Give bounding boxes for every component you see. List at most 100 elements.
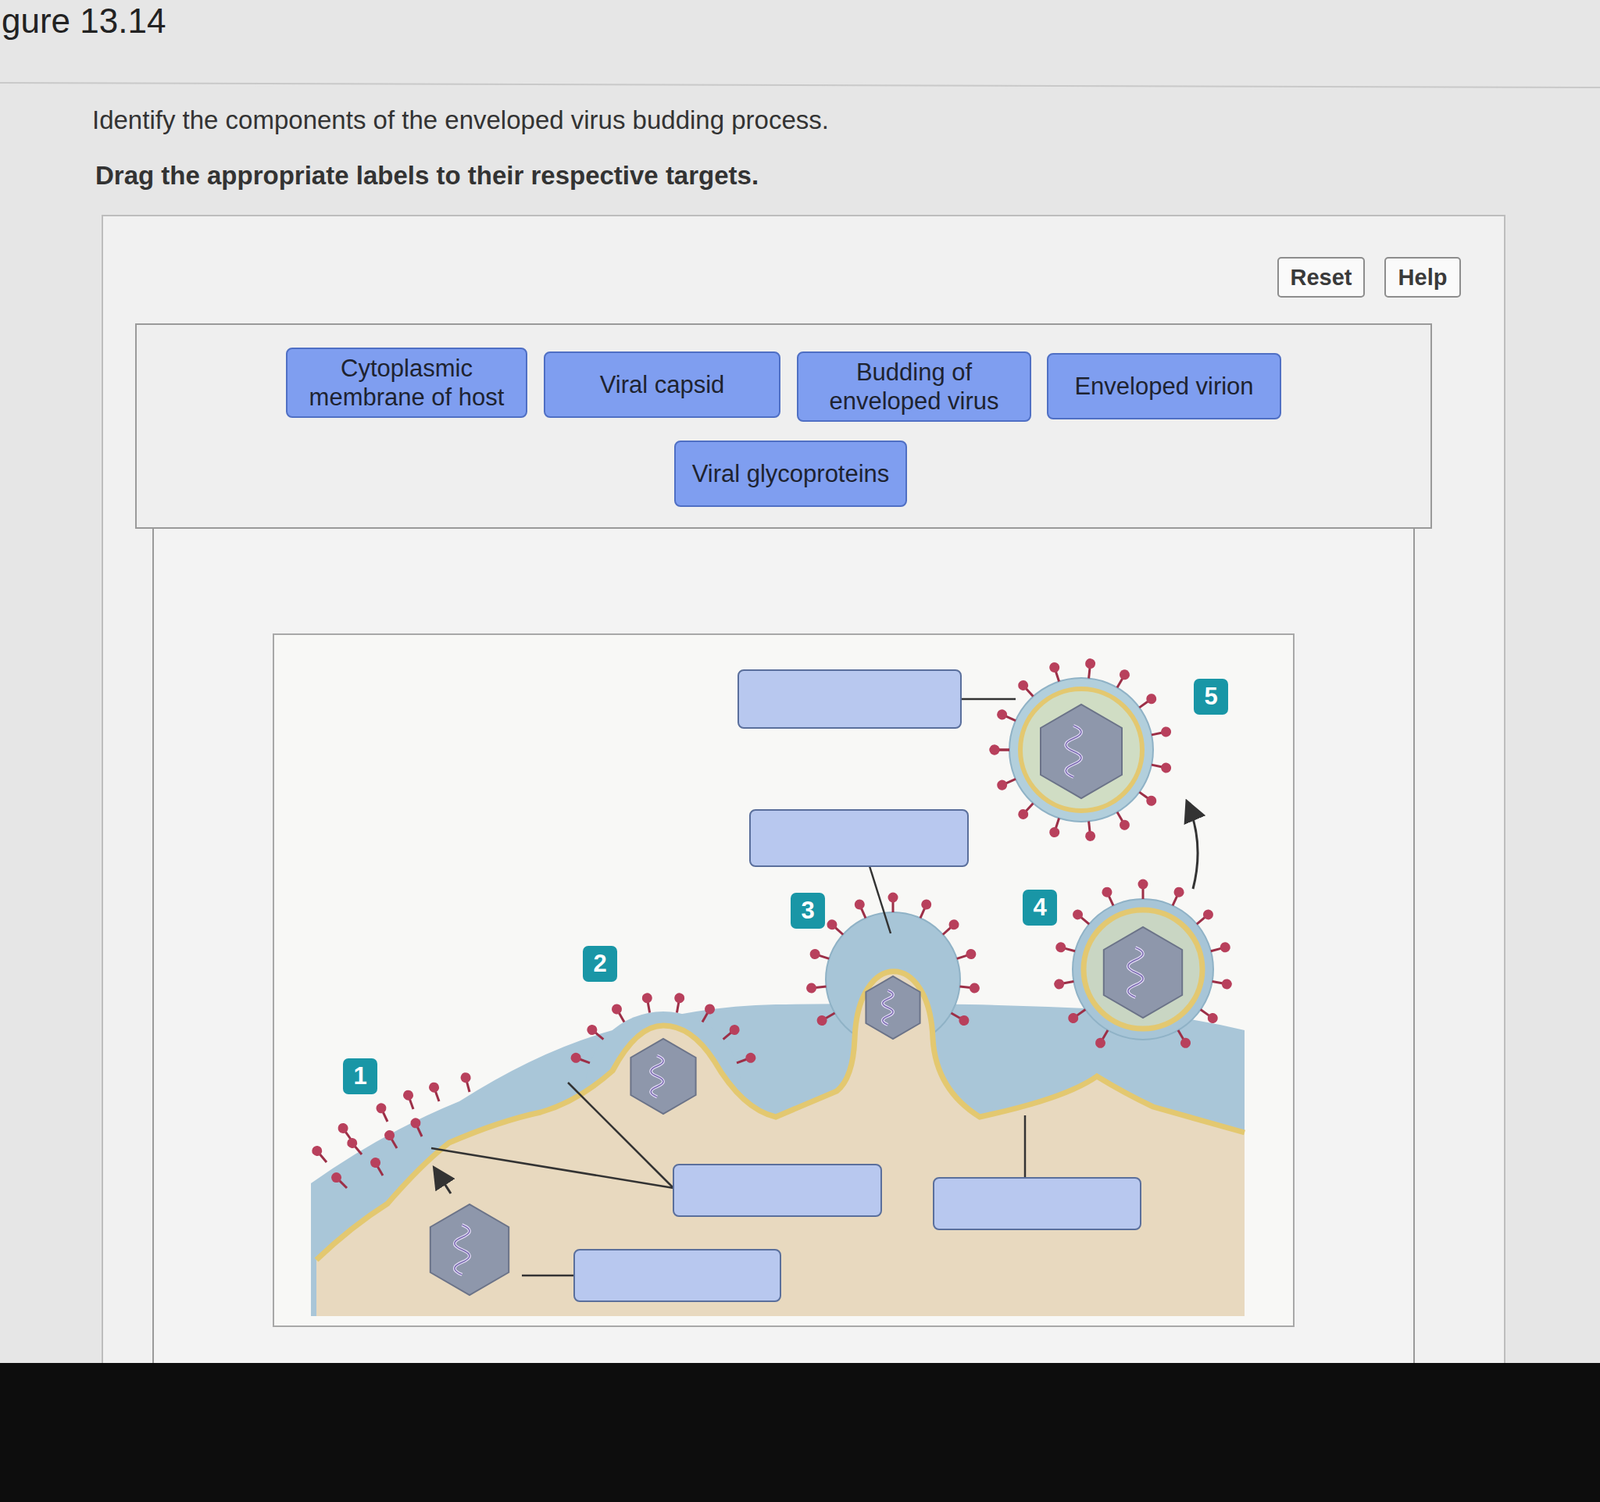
glycoprotein-spike bbox=[1173, 1028, 1193, 1051]
glycoprotein-spike bbox=[1112, 667, 1132, 691]
glycoprotein-spike bbox=[808, 947, 831, 964]
instruction-text: Drag the appropriate labels to their res… bbox=[95, 160, 759, 191]
glycoprotein-spike bbox=[1070, 907, 1093, 929]
glycoprotein-spike bbox=[1048, 816, 1065, 839]
glycoprotein-spike bbox=[915, 897, 933, 921]
callout-number: 2 bbox=[582, 946, 618, 983]
glycoprotein-spike bbox=[569, 1051, 592, 1068]
glycoprotein-spike bbox=[1016, 678, 1038, 700]
drag-label: Budding of enveloped virus bbox=[796, 351, 1032, 422]
glycoprotein-spike bbox=[610, 1002, 629, 1025]
glycoprotein-spike bbox=[408, 1116, 427, 1140]
budding-sphere bbox=[825, 912, 961, 1047]
glycoprotein-spike bbox=[1054, 941, 1077, 957]
entry-arrow bbox=[435, 1169, 451, 1194]
glycoprotein-spike bbox=[641, 992, 655, 1014]
glycoprotein-spike bbox=[1093, 1028, 1113, 1051]
reset-button: Reset bbox=[1277, 257, 1365, 298]
glycoprotein-spike bbox=[427, 1081, 444, 1104]
glycoprotein-spike bbox=[697, 1002, 717, 1025]
drag-label: Viral glycoproteins bbox=[674, 440, 908, 508]
viral-genome bbox=[882, 990, 893, 1025]
glycoprotein-spike bbox=[989, 745, 1011, 756]
label-text: Cytoplasmic membrane of host bbox=[296, 353, 517, 412]
glycoprotein-spike bbox=[959, 982, 981, 995]
viral-genome bbox=[1128, 947, 1143, 998]
label-text: Budding of enveloped virus bbox=[807, 357, 1021, 416]
viral-genome bbox=[1065, 725, 1082, 778]
viral-genome bbox=[1065, 725, 1082, 778]
glycoprotein-spike bbox=[989, 745, 1011, 756]
help-button: Help bbox=[1384, 257, 1461, 298]
viral-genome bbox=[454, 1225, 470, 1275]
figure-title: gure 13.14 bbox=[1, 1, 166, 41]
label-bank bbox=[135, 324, 1432, 529]
label-text: Reset bbox=[1290, 264, 1353, 291]
glycoprotein-spike bbox=[1053, 976, 1075, 990]
viral-genome bbox=[882, 990, 893, 1025]
viral-genome bbox=[454, 1225, 470, 1275]
glycoprotein-spike bbox=[671, 992, 686, 1014]
header-rule bbox=[0, 82, 1600, 88]
glycoprotein-spike bbox=[401, 1089, 418, 1111]
label-text: Enveloped virion bbox=[1074, 371, 1254, 401]
glycoprotein-spike bbox=[948, 1008, 972, 1028]
glycoprotein-spike bbox=[382, 1128, 402, 1152]
capsid bbox=[630, 1039, 696, 1115]
virion-envelope bbox=[1083, 910, 1203, 1029]
glycoprotein-spike bbox=[939, 917, 962, 940]
glycoprotein-spike bbox=[1197, 1005, 1220, 1025]
callout-number: 4 bbox=[1022, 889, 1058, 926]
drop-targets bbox=[574, 670, 1141, 1302]
drop-area bbox=[153, 528, 1415, 1372]
glycoprotein-spike bbox=[1136, 788, 1159, 809]
glycoprotein-spike bbox=[825, 917, 847, 940]
glycoprotein-spike bbox=[1167, 885, 1186, 909]
glycoprotein-spike bbox=[1083, 657, 1097, 679]
callout-number: 3 bbox=[790, 892, 825, 929]
glycoprotein-spike bbox=[374, 1101, 393, 1125]
label-text: Viral glycoproteins bbox=[692, 459, 890, 489]
glycoprotein-spike bbox=[814, 1008, 838, 1028]
capsid bbox=[1040, 704, 1122, 799]
drag-label: Enveloped virion bbox=[1046, 353, 1282, 420]
glycoprotein-spike bbox=[805, 982, 827, 995]
release-arrow bbox=[1187, 803, 1198, 890]
glycoprotein-spike bbox=[853, 897, 871, 921]
glycoprotein-spike bbox=[585, 1022, 608, 1043]
figure-box bbox=[273, 634, 1294, 1327]
glycoprotein-spike bbox=[1083, 821, 1097, 843]
glycoprotein-spike bbox=[955, 947, 978, 964]
glycoprotein-spike bbox=[1138, 879, 1149, 900]
glycoprotein-spike bbox=[368, 1156, 388, 1179]
viral-genome bbox=[650, 1056, 664, 1098]
screen-bezel bbox=[0, 1363, 1600, 1502]
glycoprotein-spike bbox=[310, 1143, 331, 1166]
exercise-panel bbox=[102, 215, 1505, 1372]
glycoprotein-spike bbox=[345, 1135, 366, 1158]
glycoprotein-spike bbox=[1016, 800, 1038, 822]
glycoprotein-spike bbox=[719, 1022, 742, 1043]
glycoprotein-spike bbox=[735, 1051, 758, 1068]
glycoprotein-spike bbox=[1100, 885, 1118, 909]
viral-genome bbox=[1128, 947, 1143, 998]
glycoprotein-spike bbox=[1048, 660, 1065, 683]
glycoprotein-spike bbox=[1210, 976, 1233, 990]
glycoprotein-spike bbox=[459, 1071, 475, 1094]
label-text: Help bbox=[1398, 264, 1448, 291]
callout-number: 5 bbox=[1193, 678, 1229, 715]
enveloped-virion bbox=[1009, 678, 1154, 822]
glycoprotein-spike bbox=[1150, 760, 1173, 775]
drag-label: Viral capsid bbox=[543, 351, 781, 418]
glycoprotein-spike bbox=[1136, 692, 1159, 713]
capsid bbox=[430, 1204, 509, 1296]
capsid bbox=[1103, 927, 1183, 1018]
glycoprotein-spike bbox=[1193, 907, 1216, 929]
drag-label: Cytoplasmic membrane of host bbox=[285, 347, 528, 418]
glycoprotein-spike bbox=[1112, 809, 1132, 833]
viral-genome bbox=[650, 1056, 664, 1098]
glycoprotein-spike bbox=[888, 892, 899, 914]
instruction-text: Identify the components of the enveloped… bbox=[92, 105, 829, 136]
label-text: Viral capsid bbox=[600, 370, 725, 400]
capsid bbox=[865, 976, 920, 1040]
